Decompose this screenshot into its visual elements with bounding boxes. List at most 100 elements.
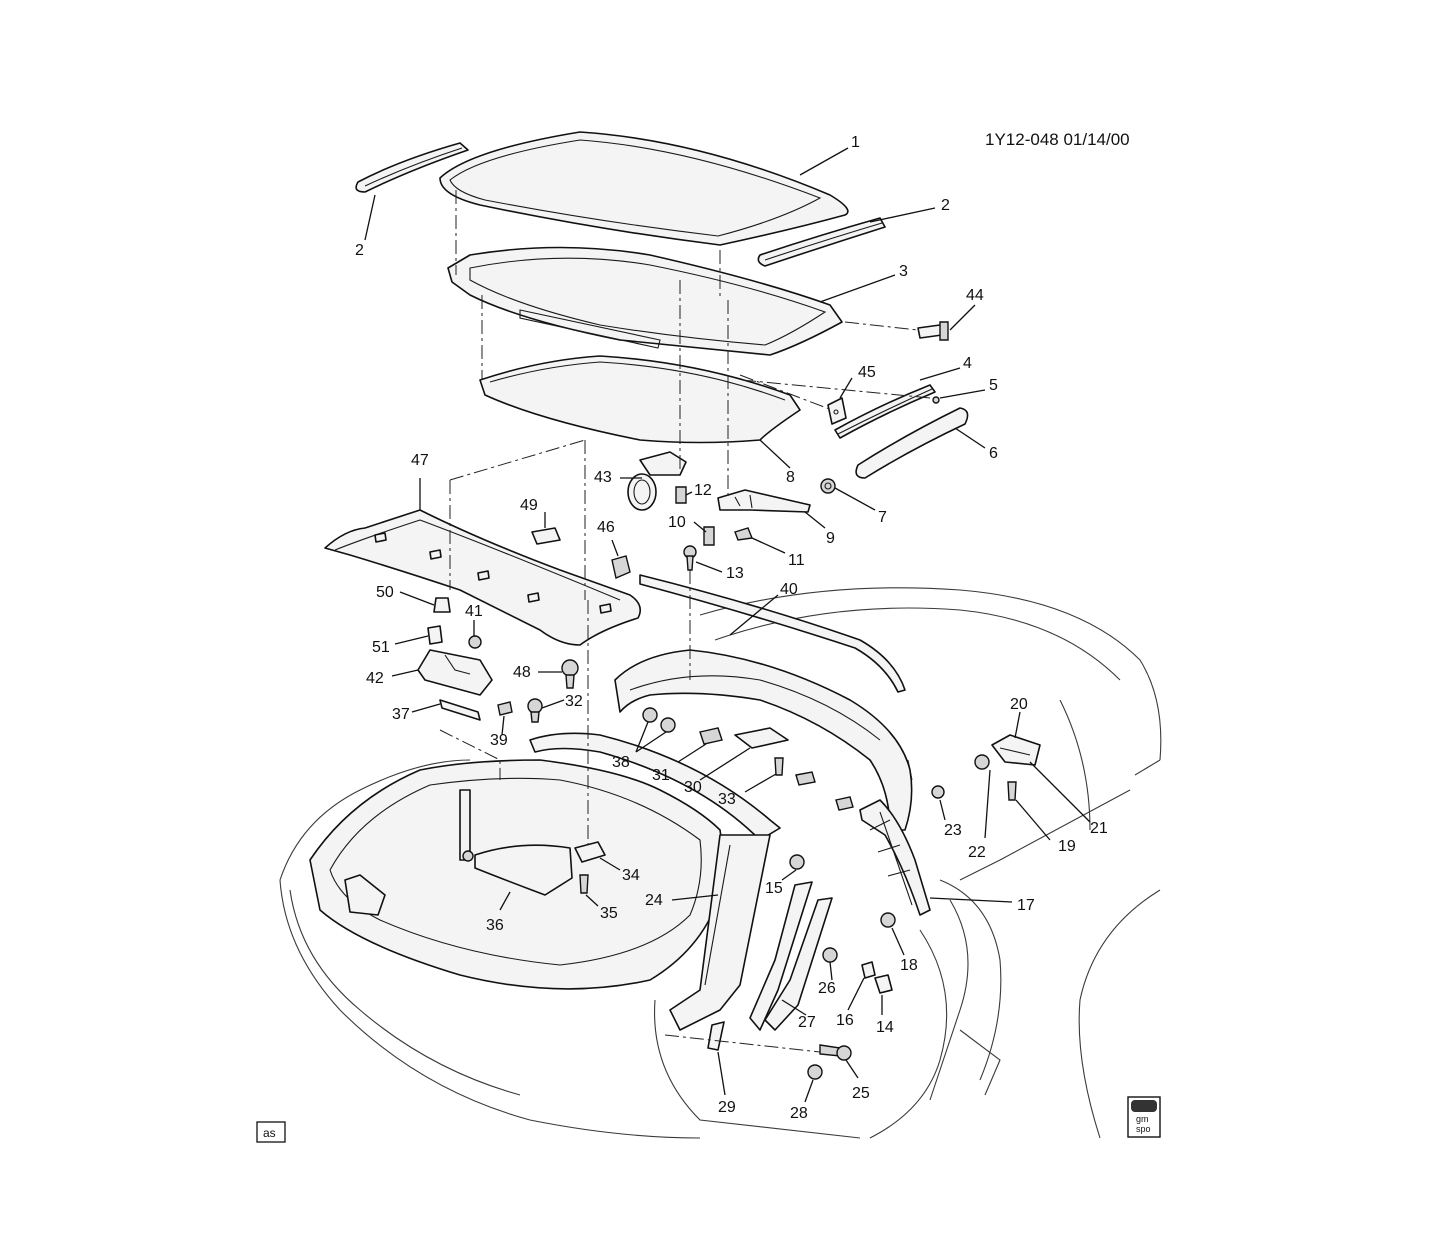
screw-33 — [774, 757, 784, 776]
clip-31 — [699, 727, 723, 745]
screw-7 — [820, 478, 836, 494]
callout-37: 37 — [392, 706, 410, 723]
bolt-44 — [917, 321, 949, 341]
callout-23: 23 — [944, 822, 962, 839]
callout-3: 3 — [899, 263, 908, 280]
callout-16: 16 — [836, 1012, 854, 1029]
callout-7: 7 — [878, 509, 887, 526]
callout-18: 18 — [900, 957, 918, 974]
weatherstrip-left — [355, 142, 469, 193]
fastener-51 — [427, 625, 443, 645]
footer-badge-left: as — [256, 1121, 286, 1143]
clip-11 — [734, 527, 753, 541]
diagram-reference-code: 1Y12-048 01/14/00 — [985, 130, 1130, 149]
callout-27: 27 — [798, 1014, 816, 1031]
callout-31: 31 — [652, 767, 670, 784]
callout-48: 48 — [513, 664, 531, 681]
plate-30 — [734, 727, 789, 749]
callout-13: 13 — [726, 565, 744, 582]
weatherstrip-right — [757, 217, 886, 267]
callout-17: 17 — [1017, 897, 1035, 914]
callout-21: 21 — [1090, 820, 1108, 837]
callout-15: 15 — [765, 880, 783, 897]
screw-15 — [789, 854, 805, 870]
callout-29: 29 — [718, 1099, 736, 1116]
side-rail-17 — [859, 799, 931, 916]
strip-29 — [707, 1021, 725, 1051]
weatherstrip-40 — [639, 574, 906, 693]
clip-5 — [932, 396, 940, 404]
callout-44: 44 — [966, 287, 984, 304]
callout-42: 42 — [366, 670, 384, 687]
callout-35: 35 — [600, 905, 618, 922]
strip-4 — [834, 384, 936, 439]
sunvisor-36 — [462, 844, 573, 896]
callout-22: 22 — [968, 844, 986, 861]
callout-41: 41 — [465, 603, 483, 620]
callout-2-left: 2 — [355, 242, 364, 259]
handle-43 — [627, 451, 687, 511]
latch-37 — [439, 699, 481, 721]
callout-5: 5 — [989, 377, 998, 394]
headliner — [479, 355, 801, 444]
callout-36: 36 — [486, 917, 504, 934]
callout-32: 32 — [565, 693, 583, 710]
screw-23 — [931, 785, 945, 799]
callout-26: 26 — [818, 980, 836, 997]
callout-24: 24 — [645, 892, 663, 909]
callout-11: 11 — [788, 552, 805, 569]
screw-35 — [579, 874, 589, 894]
bolt-48 — [561, 659, 579, 689]
callout-33: 33 — [718, 791, 736, 808]
callout-25: 25 — [852, 1085, 870, 1102]
screw-39 — [497, 701, 513, 716]
callout-46: 46 — [597, 519, 615, 536]
callout-51: 51 — [372, 639, 390, 656]
screw-10 — [703, 526, 715, 546]
callout-9: 9 — [826, 530, 835, 547]
callout-47: 47 — [411, 452, 429, 469]
svg-text:spo: spo — [1136, 1124, 1151, 1134]
svg-text:as: as — [263, 1126, 276, 1140]
screw-41 — [468, 635, 482, 649]
callout-14: 14 — [876, 1019, 894, 1036]
callout-2-right: 2 — [941, 197, 950, 214]
nut-22 — [974, 754, 990, 770]
alignment-lines — [439, 190, 931, 1053]
fastener-26 — [822, 947, 838, 963]
callout-45: 45 — [858, 364, 876, 381]
fastener-50 — [433, 597, 451, 613]
callout-1: 1 — [851, 134, 860, 151]
leader-lines — [364, 147, 1091, 1103]
roof-panel — [439, 131, 849, 246]
bracket-34 — [574, 841, 606, 863]
callout-28: 28 — [790, 1105, 808, 1122]
screw-32 — [527, 698, 543, 723]
svg-text:gm: gm — [1136, 1114, 1149, 1124]
pad-49 — [531, 527, 561, 545]
screw-12 — [675, 486, 687, 504]
callout-19: 19 — [1058, 838, 1076, 855]
callout-8: 8 — [786, 469, 795, 486]
screw-18 — [880, 912, 896, 928]
screw-25 — [819, 1044, 852, 1061]
callout-39: 39 — [490, 732, 508, 749]
pillar-trim-27 — [749, 881, 833, 1031]
callout-43: 43 — [594, 469, 612, 486]
callout-4: 4 — [963, 355, 972, 372]
bracket-9 — [717, 489, 811, 513]
callout-labels: 1 2 2 3 4 5 6 7 8 9 10 11 12 13 14 15 16… — [355, 134, 1108, 1122]
seal-6 — [855, 407, 969, 479]
clip-46 — [611, 555, 631, 579]
callout-10: 10 — [668, 514, 686, 531]
clips-rail — [795, 771, 854, 811]
bracket-45 — [827, 397, 847, 425]
callout-6: 6 — [989, 445, 998, 462]
callout-34: 34 — [622, 867, 640, 884]
trim-panel-47 — [324, 509, 641, 646]
callout-20: 20 — [1010, 696, 1028, 713]
header-frame — [529, 649, 913, 1031]
bumpers-38 — [642, 707, 676, 733]
callout-30: 30 — [684, 779, 702, 796]
